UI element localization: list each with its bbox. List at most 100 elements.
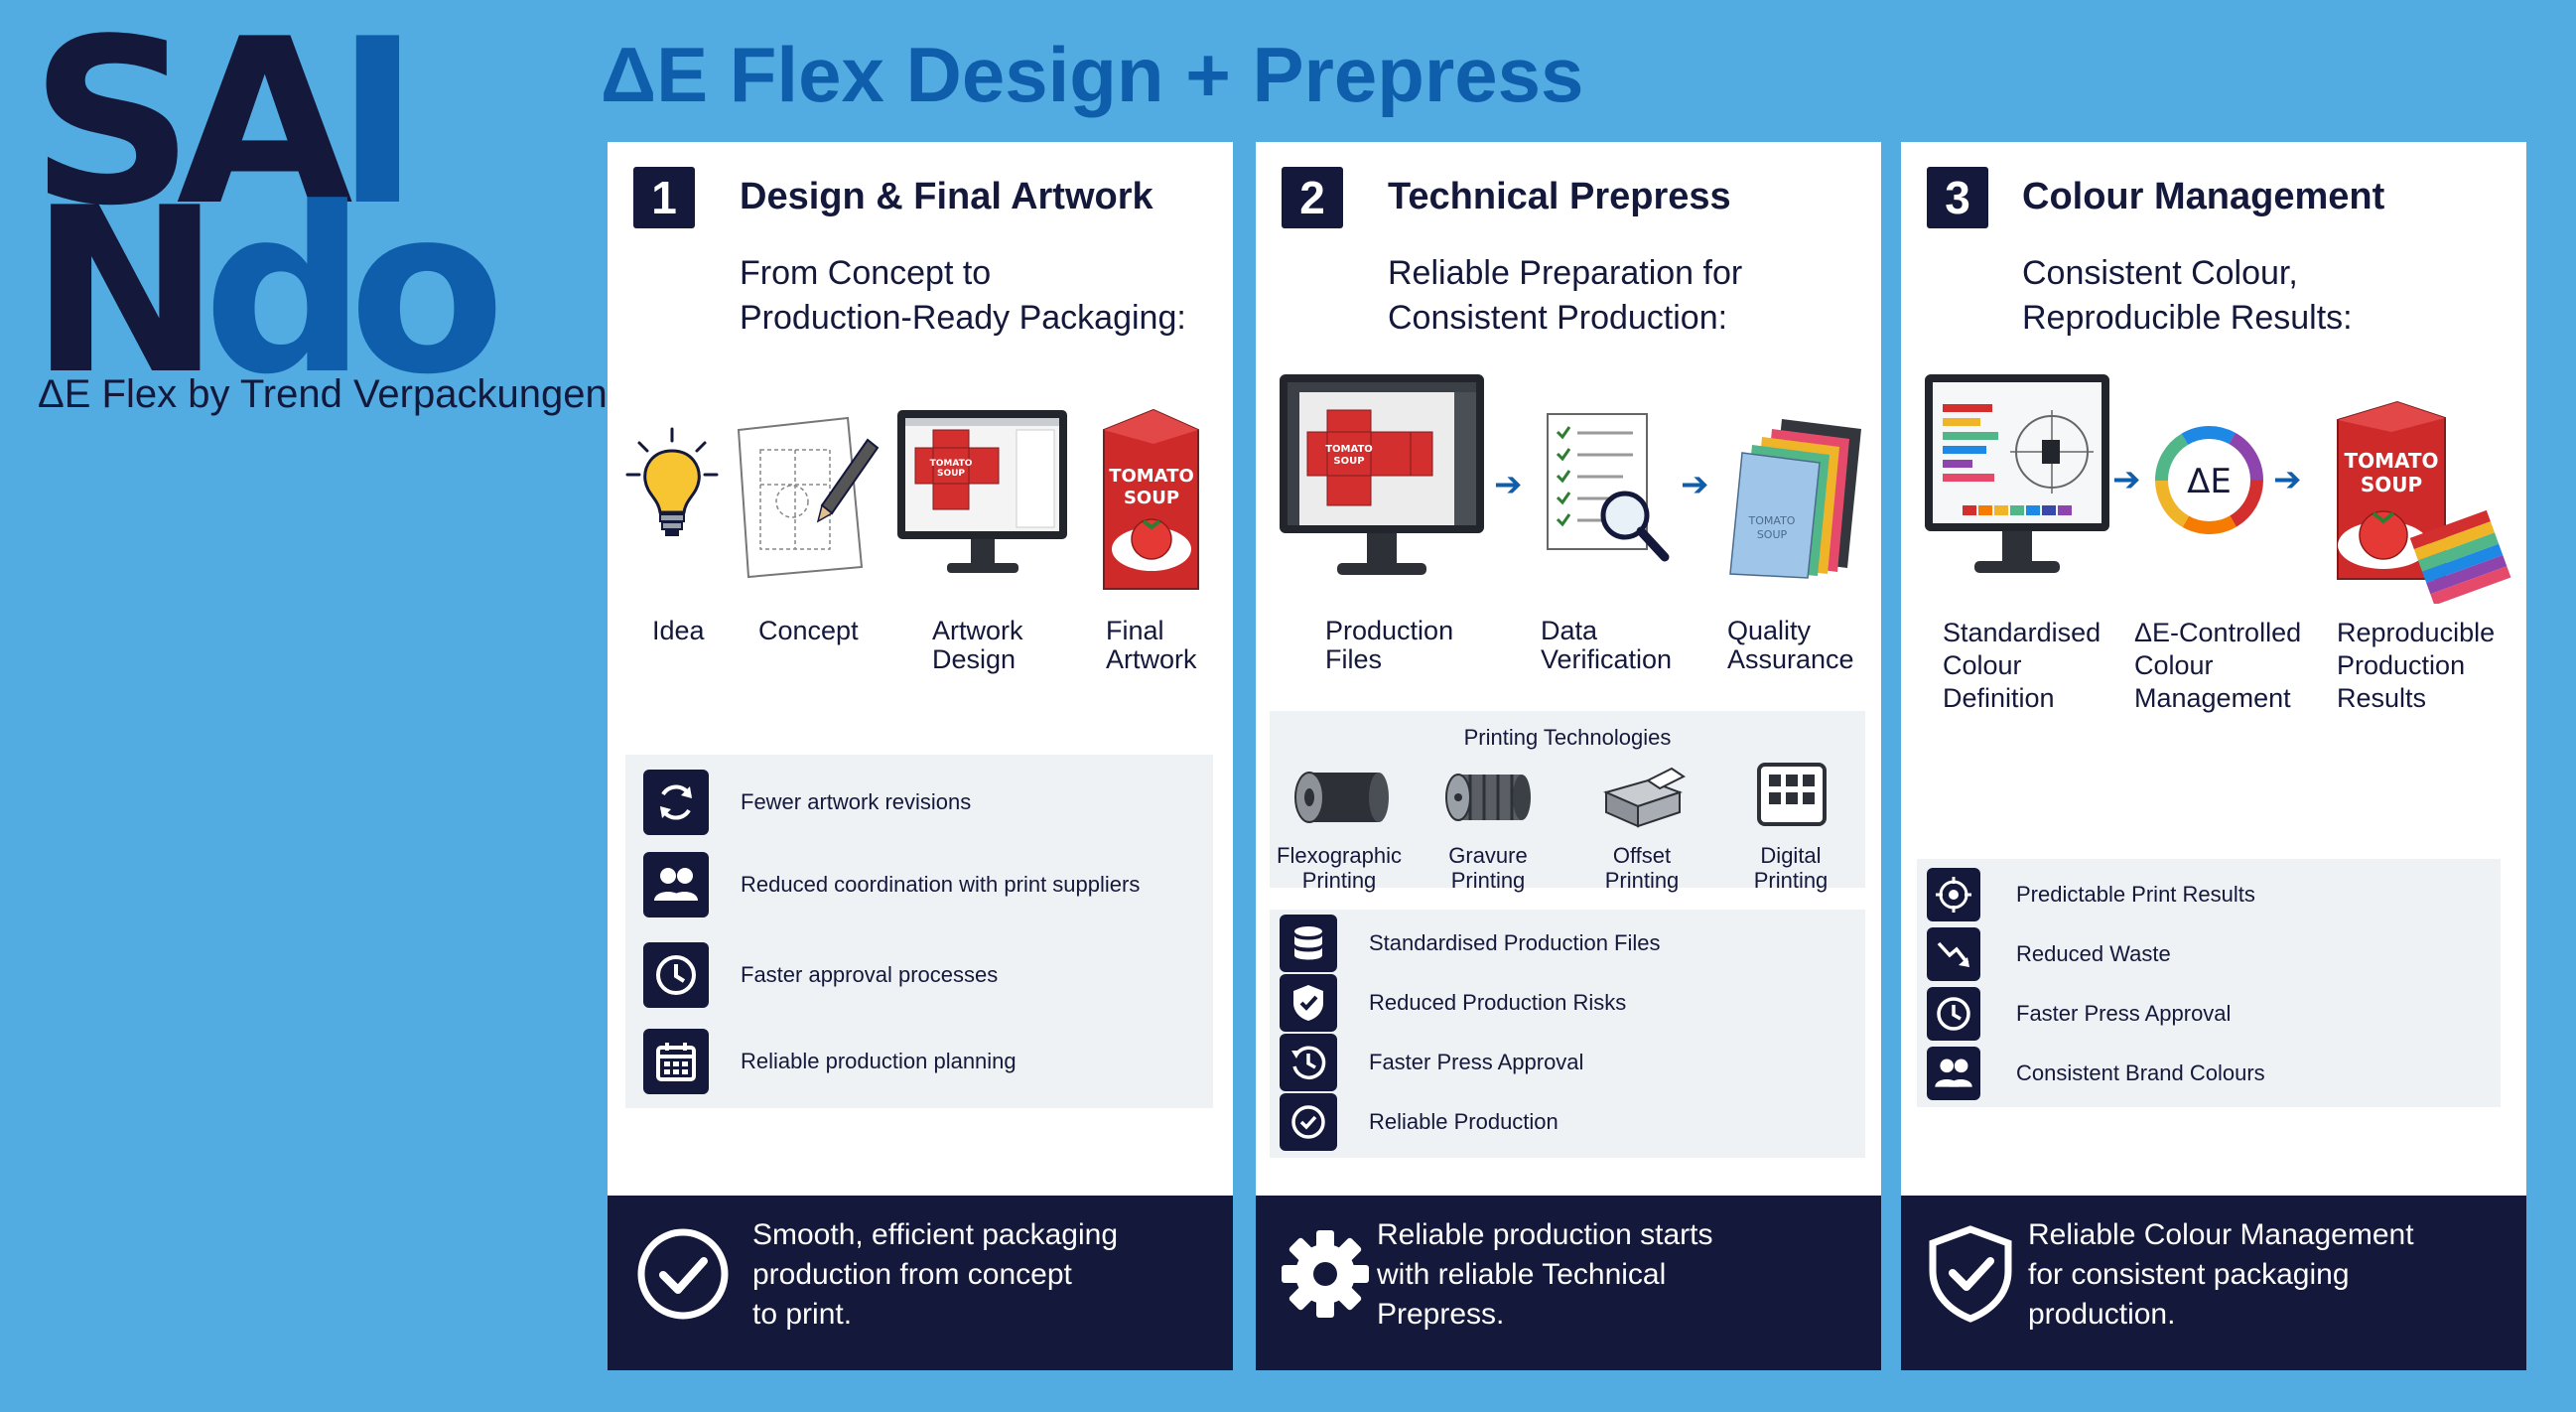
printing-technologies: Printing Technologies Flexographic Print… — [1270, 711, 1865, 893]
panel-technical-prepress: 2 Technical Prepress Reliable Preparatio… — [1256, 142, 1881, 1370]
monitor-colour-icon — [1925, 374, 2109, 573]
logo-letter: A — [176, 0, 353, 256]
logo-letter: o — [348, 160, 505, 425]
soup-package-swatches-icon: TOMATO SOUP — [2337, 400, 2511, 604]
technology-item: Digital Printing — [1721, 763, 1860, 893]
target-icon — [1927, 868, 1980, 921]
svg-text:TOMATO: TOMATO — [1748, 514, 1796, 527]
calendar-icon — [643, 1029, 709, 1094]
panel-design-artwork: 1 Design & Final Artwork From Concept to… — [608, 142, 1233, 1370]
technology-item: Offset Printing — [1572, 763, 1711, 893]
panel-footer: Reliable production starts with reliable… — [1256, 1196, 1881, 1370]
package-text: TOMATO — [2344, 449, 2438, 473]
tomato-soup-package-icon: TOMATO SOUP — [1103, 408, 1199, 590]
flexo-roll-icon — [1294, 772, 1389, 823]
refresh-icon — [643, 770, 709, 835]
panel-subtitle: Consistent Colour, Reproducible Results: — [2022, 251, 2353, 341]
shield-check-icon — [1280, 974, 1337, 1032]
step-label: Idea — [652, 616, 705, 645]
panel-title: Design & Final Artwork — [740, 176, 1153, 217]
users-icon — [1927, 1047, 1980, 1100]
panel-subtitle-line: Reliable Preparation for — [1388, 254, 1743, 292]
step-number: 3 — [1927, 167, 1988, 228]
step-label: Production Files — [1325, 616, 1454, 674]
brand-logo: SAI Ndo ΔE Flex by Trend Verpackungen — [30, 10, 608, 427]
footer-line: Prepress. — [1377, 1298, 1505, 1331]
benefit-item: Reduced coordination with print supplier… — [643, 851, 1140, 918]
gear-icon — [1282, 1230, 1369, 1318]
benefit-item: Faster Press Approval — [1280, 1033, 1583, 1092]
footer-line: Smooth, efficient packaging — [752, 1218, 1119, 1251]
step-label: Final Artwork — [1106, 616, 1197, 674]
trend-down-icon — [1927, 927, 1980, 981]
panel-subtitle: Reliable Preparation for Consistent Prod… — [1388, 251, 1742, 341]
step-number: 1 — [633, 167, 695, 228]
benefit-text: Predictable Print Results — [2016, 882, 2255, 907]
footer-line: for consistent packaging — [2028, 1258, 2350, 1291]
benefits-list: Predictable Print Results Reduced Waste … — [1917, 859, 2501, 1107]
technology-item: Gravure Printing — [1419, 763, 1558, 893]
step-label: Concept — [758, 616, 859, 645]
panel-subtitle-line: Production-Ready Packaging: — [740, 299, 1186, 337]
step-label: Artwork Design — [932, 616, 1023, 674]
benefit-text: Faster approval processes — [741, 962, 999, 987]
database-icon — [1280, 915, 1337, 972]
svg-text:SOUP: SOUP — [1757, 528, 1788, 541]
benefit-item: Standardised Production Files — [1280, 914, 1661, 973]
logo-letter: N — [30, 160, 220, 425]
package-text: SOUP — [1124, 488, 1179, 508]
footer-line: production from concept — [752, 1258, 1072, 1291]
panel-subtitle-line: Consistent Production: — [1388, 299, 1728, 337]
footer-line: production. — [2028, 1298, 2176, 1331]
technology-label: Flexographic Printing — [1277, 843, 1402, 893]
technology-label: Offset Printing — [1604, 843, 1680, 893]
check-circle-icon — [637, 1228, 729, 1320]
panel-footer: Reliable Colour Management for consisten… — [1901, 1196, 2526, 1370]
step-label: Data Verification — [1541, 616, 1673, 674]
benefit-item: Consistent Brand Colours — [1927, 1046, 2265, 1101]
clock-icon — [643, 942, 709, 1008]
package-text: TOMATO — [1109, 466, 1194, 487]
benefit-text: Fewer artwork revisions — [741, 789, 972, 814]
panel-subtitle: From Concept to Production-Ready Packagi… — [740, 251, 1186, 341]
proof-stack-icon: TOMATO SOUP — [1729, 419, 1861, 579]
benefit-text: Reduced coordination with print supplier… — [741, 872, 1141, 897]
monitor-files-icon: TOMATO SOUP — [1280, 374, 1484, 575]
technology-label: Digital Printing — [1753, 843, 1829, 893]
footer-line: Reliable Colour Management — [2028, 1218, 2414, 1251]
offset-press-icon — [1603, 767, 1686, 828]
svg-text:TOMATO: TOMATO — [1325, 444, 1373, 455]
benefit-text: Standardised Production Files — [1369, 930, 1661, 955]
svg-text:SOUP: SOUP — [1333, 456, 1364, 467]
benefit-text: Consistent Brand Colours — [2016, 1060, 2265, 1085]
benefit-item: Predictable Print Results — [1927, 867, 2255, 922]
digital-grid-icon — [1757, 763, 1827, 826]
benefit-item: Faster approval processes — [643, 941, 998, 1009]
benefit-item: Fewer artwork revisions — [643, 769, 971, 836]
logo-subtitle: ΔE Flex by Trend Verpackungen — [38, 372, 608, 416]
panel-title: Technical Prepress — [1388, 176, 1731, 217]
arrow-right-icon: ➔ — [2112, 461, 2141, 498]
benefit-item: Reduced Production Risks — [1280, 973, 1626, 1033]
users-icon — [643, 852, 709, 918]
technology-item: Flexographic Printing — [1270, 763, 1409, 893]
logo-row-bottom: Ndo — [30, 160, 505, 425]
delta-e-text: ΔE — [2187, 462, 2232, 501]
step-label: Quality Assurance — [1727, 616, 1854, 674]
step-label: Standardised Colour Definition — [1943, 618, 2101, 713]
benefit-text: Faster Press Approval — [1369, 1050, 1584, 1074]
benefit-item: Faster Press Approval — [1927, 986, 2231, 1042]
benefit-text: Reduced Production Risks — [1369, 990, 1627, 1015]
arrow-right-icon: ➔ — [1494, 466, 1523, 503]
step-number: 2 — [1282, 167, 1343, 228]
footer-line: to print. — [752, 1298, 853, 1331]
checklist-magnifier-icon — [1547, 413, 1670, 562]
panel-subtitle-line: Consistent Colour, — [2022, 254, 2298, 292]
footer-text: Reliable Colour Management for consisten… — [2028, 1215, 2414, 1335]
benefit-item: Reduced Waste — [1927, 926, 2171, 982]
panel-footer: Smooth, efficient packaging production f… — [608, 1196, 1233, 1370]
step-label: ΔE-Controlled Colour Management — [2134, 618, 2302, 713]
benefit-text: Reliable Production — [1369, 1109, 1559, 1134]
step-label: Reproducible Production Results — [2337, 618, 2496, 713]
logo-letter: S — [30, 0, 195, 256]
